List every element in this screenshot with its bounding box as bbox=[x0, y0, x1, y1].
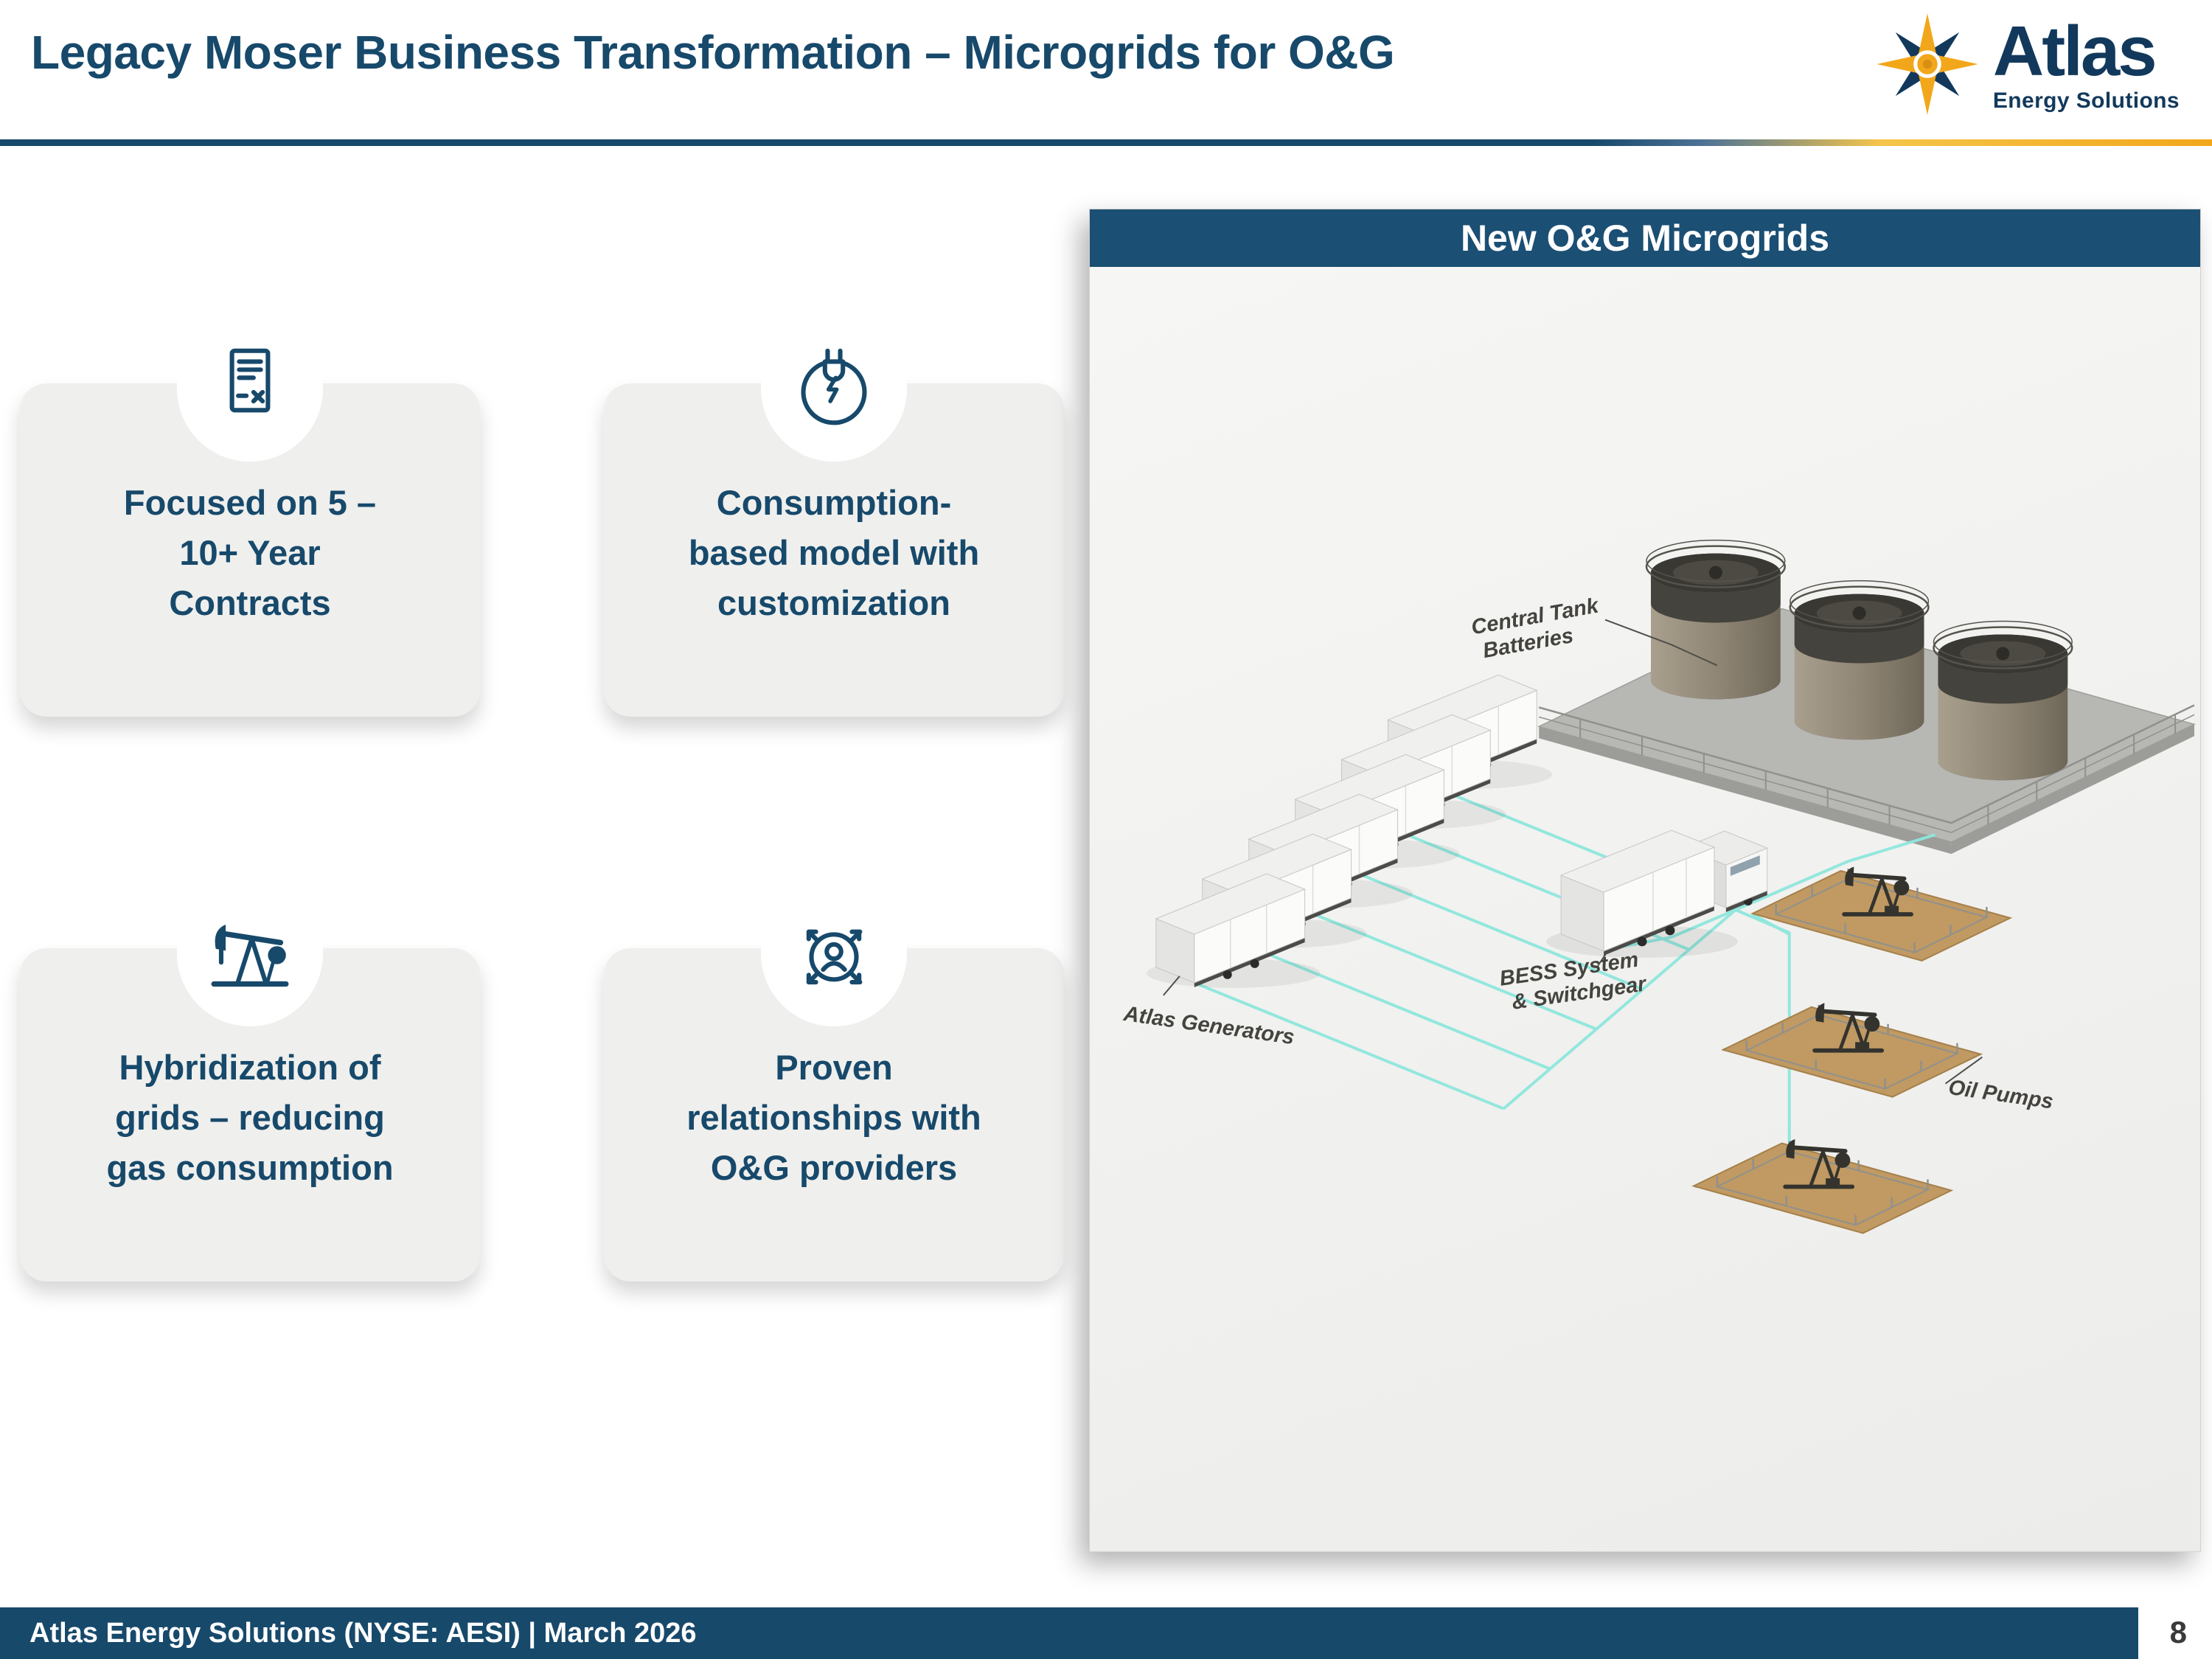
card-text: Hybridization of grids – reducing gas co… bbox=[106, 1048, 394, 1188]
oil-pumps bbox=[1694, 866, 2010, 1233]
svg-text:Atlas Generators: Atlas Generators bbox=[1121, 1002, 1296, 1049]
contract-document-icon bbox=[177, 316, 323, 462]
card-hybridization: Hybridization of grids – reducing gas co… bbox=[20, 880, 480, 1281]
microgrid-illustration: Central Tank Batteries Atlas Generators … bbox=[1121, 539, 2197, 1551]
card-text: Consumption- based model with customizat… bbox=[688, 483, 980, 623]
card-relationships: Proven relationships with O&G providers bbox=[604, 880, 1064, 1281]
label-leader-lines bbox=[1163, 619, 1983, 1085]
card-contracts: Focused on 5 – 10+ Year Contracts bbox=[20, 316, 480, 717]
page-title: Legacy Moser Business Transformation – M… bbox=[31, 26, 1395, 79]
footer-text: Atlas Energy Solutions (NYSE: AESI) | Ma… bbox=[29, 1617, 697, 1649]
panel-title: New O&G Microgrids bbox=[1090, 209, 2200, 267]
atlas-star-icon bbox=[1877, 13, 1978, 115]
card-text: Proven relationships with O&G providers bbox=[686, 1048, 981, 1188]
atlas-logo: Atlas Energy Solutions bbox=[1872, 9, 2180, 119]
svg-text:Oil Pumps: Oil Pumps bbox=[1947, 1076, 2054, 1114]
card-text: Focused on 5 – 10+ Year Contracts bbox=[123, 483, 377, 623]
power-plug-icon bbox=[761, 316, 907, 462]
logo-brand: Atlas bbox=[1992, 12, 2157, 91]
footer-bar: Atlas Energy Solutions (NYSE: AESI) | Ma… bbox=[0, 1607, 2138, 1659]
logo-tagline: Energy Solutions bbox=[1992, 88, 2180, 113]
label-atlas-generators: Atlas Generators bbox=[1121, 1002, 1296, 1049]
header-divider bbox=[0, 139, 2212, 146]
page-number: 8 bbox=[2169, 1615, 2187, 1649]
oil-pumpjack-icon bbox=[177, 880, 323, 1026]
label-central-tank-batteries: Central Tank Batteries bbox=[1470, 594, 1601, 663]
panel-body: Central Tank Batteries Atlas Generators … bbox=[1090, 267, 2200, 1551]
label-oil-pumps: Oil Pumps bbox=[1947, 1076, 2054, 1114]
card-consumption-model: Consumption- based model with customizat… bbox=[604, 316, 1064, 717]
microgrids-panel: New O&G Microgrids bbox=[1089, 209, 2201, 1552]
atlas-generators bbox=[1146, 674, 1553, 989]
bess-system bbox=[1546, 830, 1769, 958]
central-tank-batteries bbox=[1537, 539, 2197, 855]
person-network-icon bbox=[761, 880, 907, 1026]
